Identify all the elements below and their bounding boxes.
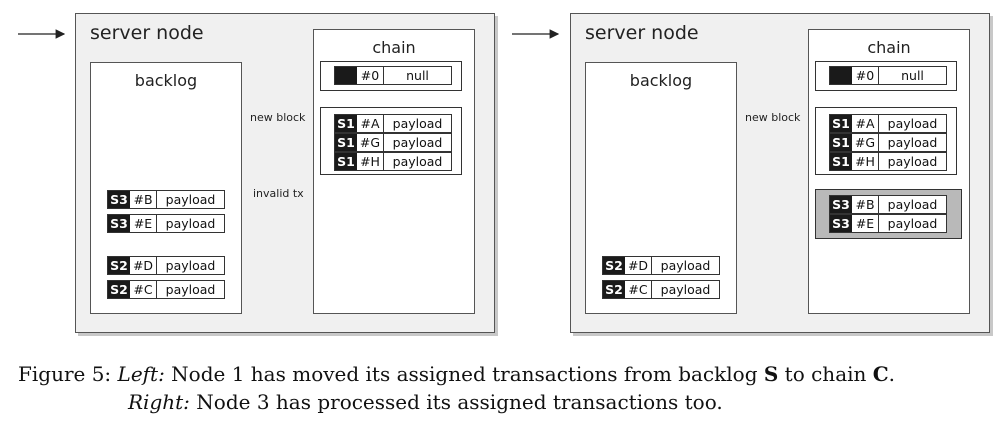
- backlog-title: backlog: [134, 71, 198, 90]
- tx-row: S3 #B payload: [829, 195, 947, 214]
- tx-row: S1 #H payload: [334, 152, 452, 171]
- tx-row: S1 #A payload: [829, 114, 947, 133]
- tx-id: #G: [852, 134, 879, 151]
- tx-row: S3 #E payload: [829, 214, 947, 233]
- tx-payload: payload: [165, 192, 216, 207]
- server-badge: S1: [335, 115, 357, 132]
- caption-left-label: Left:: [117, 362, 165, 386]
- tx-payload: payload: [165, 216, 216, 231]
- tx-id: #C: [130, 281, 157, 298]
- server-badge: S3: [830, 196, 852, 213]
- tx-payload: payload: [392, 116, 443, 131]
- server-badge: S3: [830, 215, 852, 232]
- server-badge: S1: [830, 134, 852, 151]
- server-badge: S3: [108, 191, 130, 208]
- tx-id: #H: [852, 153, 879, 170]
- tx-row: S1 #G payload: [829, 133, 947, 152]
- tx-id: #D: [625, 257, 652, 274]
- backlog-tx: S3 #B payload: [107, 190, 225, 209]
- tx-payload: payload: [165, 282, 216, 297]
- new-block-label: new block: [745, 111, 801, 124]
- new-block-label: new block: [250, 111, 306, 124]
- tx-id: #E: [130, 215, 157, 232]
- caption-left-text: Node 1 has moved its assigned transactio…: [164, 362, 764, 386]
- tx-id: #D: [130, 257, 157, 274]
- tx-id: #G: [357, 134, 384, 151]
- tx-payload: payload: [392, 135, 443, 150]
- backlog-tx: S2 #C payload: [107, 280, 225, 299]
- caption-s: S: [763, 362, 779, 386]
- server-badge: S2: [108, 281, 130, 298]
- server-badge: S2: [108, 257, 130, 274]
- tx-id: #0: [357, 67, 384, 84]
- tx-id: #A: [357, 115, 384, 132]
- caption-right-label: Right:: [128, 390, 190, 414]
- server-badge: [335, 67, 357, 84]
- tx-row: S1 #A payload: [334, 114, 452, 133]
- node-title: server node: [90, 22, 204, 44]
- server-badge: S1: [830, 115, 852, 132]
- server-badge: S1: [830, 153, 852, 170]
- server-badge: S1: [335, 134, 357, 151]
- tx-payload: payload: [887, 154, 938, 169]
- tx-payload: payload: [165, 258, 216, 273]
- tx-payload: payload: [887, 116, 938, 131]
- tx-id: #H: [357, 153, 384, 170]
- caption-mid: to chain: [778, 362, 873, 386]
- genesis-tx: #0 null: [829, 66, 947, 85]
- caption-line-2: Right: Node 3 has processed its assigned…: [18, 388, 998, 416]
- tx-id: #B: [852, 196, 879, 213]
- figure-caption: Figure 5: Left: Node 1 has moved its ass…: [18, 360, 998, 416]
- tx-row: S1 #H payload: [829, 152, 947, 171]
- caption-end: .: [888, 362, 896, 386]
- tx-payload: payload: [887, 135, 938, 150]
- caption-prefix: Figure 5:: [18, 362, 118, 386]
- tx-payload: payload: [660, 282, 711, 297]
- backlog-tx: S2 #D payload: [107, 256, 225, 275]
- chain-title: chain: [867, 38, 911, 57]
- tx-id: #0: [852, 67, 879, 84]
- tx-id: #B: [130, 191, 157, 208]
- caption-right-text: Node 3 has processed its assigned transa…: [189, 390, 723, 414]
- tx-payload: payload: [392, 154, 443, 169]
- tx-id: #A: [852, 115, 879, 132]
- caption-line-1: Figure 5: Left: Node 1 has moved its ass…: [18, 360, 998, 388]
- caption-c: C: [872, 362, 889, 386]
- server-badge: [830, 67, 852, 84]
- backlog-box: backlog: [585, 62, 737, 314]
- tx-id: #E: [852, 215, 879, 232]
- genesis-tx: #0 null: [334, 66, 452, 85]
- server-badge: S3: [108, 215, 130, 232]
- tx-payload: payload: [887, 216, 938, 231]
- backlog-tx: S3 #E payload: [107, 214, 225, 233]
- tx-payload: payload: [660, 258, 711, 273]
- backlog-tx: S2 #D payload: [602, 256, 720, 275]
- invalid-tx-label: invalid tx: [253, 187, 304, 200]
- node-title: server node: [585, 22, 699, 44]
- server-badge: S2: [603, 257, 625, 274]
- tx-id: #C: [625, 281, 652, 298]
- server-badge: S2: [603, 281, 625, 298]
- backlog-tx: S2 #C payload: [602, 280, 720, 299]
- tx-row: S1 #G payload: [334, 133, 452, 152]
- tx-payload: null: [901, 68, 924, 83]
- backlog-box: backlog: [90, 62, 242, 314]
- tx-payload: null: [406, 68, 429, 83]
- chain-title: chain: [372, 38, 416, 57]
- backlog-title: backlog: [629, 71, 693, 90]
- server-badge: S1: [335, 153, 357, 170]
- tx-payload: payload: [887, 197, 938, 212]
